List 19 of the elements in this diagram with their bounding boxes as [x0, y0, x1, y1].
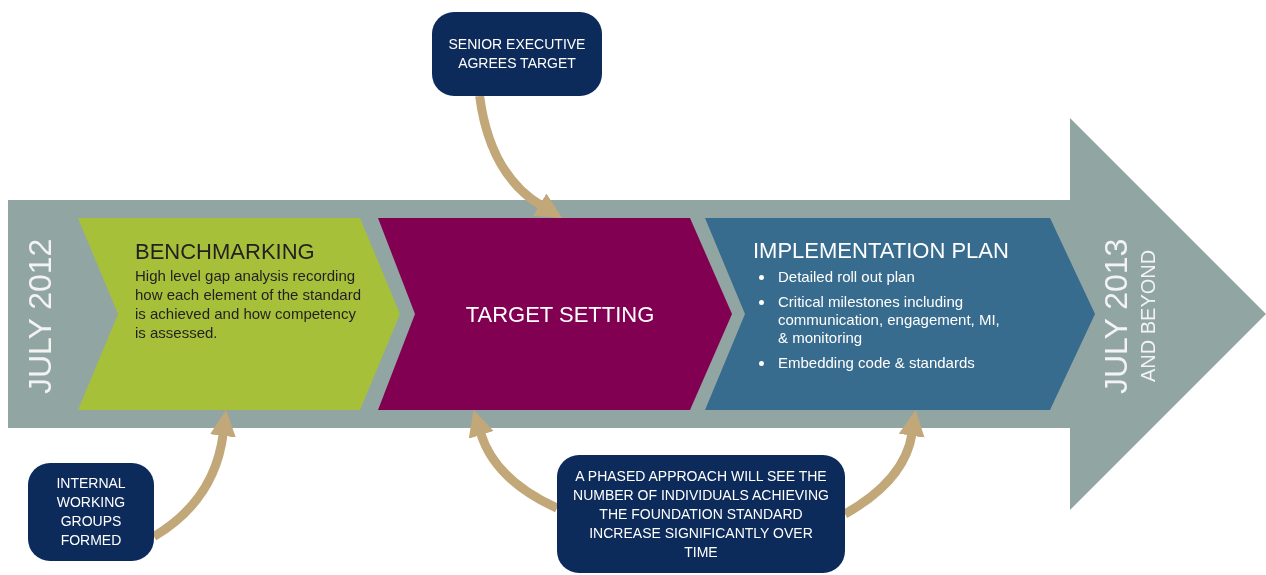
bullet-item: Critical milestones including communication, engagement, MI, & monitoring — [778, 293, 1001, 347]
callout-box: SENIOR EXECUTIVE AGREES TARGET — [432, 12, 602, 96]
stage-heading: TARGET SETTING — [465, 300, 655, 329]
start-date: JULY 2012 — [22, 237, 58, 396]
chevron-stage — [378, 218, 732, 410]
timeline-arrow — [8, 118, 1266, 510]
curved-arrow — [475, 95, 562, 219]
stage-heading: IMPLEMENTATION PLAN — [753, 237, 1010, 265]
stage-description: High level gap analysis recording how each element of the standard is achieved and how competency is assessed. — [135, 266, 362, 342]
bullet-item: Detailed roll out plan — [778, 268, 916, 286]
callout-box: A PHASED APPROACH WILL SEE THE NUMBER OF INDIVIDUALS ACHIEVING THE FOUNDATION STANDARD INCREASE SIGNIFICANTLY OVER TIME — [557, 455, 845, 573]
callout-box: INTERNAL WORKING GROUPS FORMED — [28, 463, 154, 561]
chevron-stage — [78, 218, 400, 410]
end-date: JULY 2013 — [1098, 237, 1134, 396]
stage-heading: BENCHMARKING — [135, 238, 316, 266]
curved-arrow — [469, 410, 559, 513]
end-date-note: AND BEYOND — [1136, 248, 1160, 385]
chevron-stage — [705, 218, 1095, 410]
bullet-item: Embedding code & standards — [778, 354, 976, 372]
